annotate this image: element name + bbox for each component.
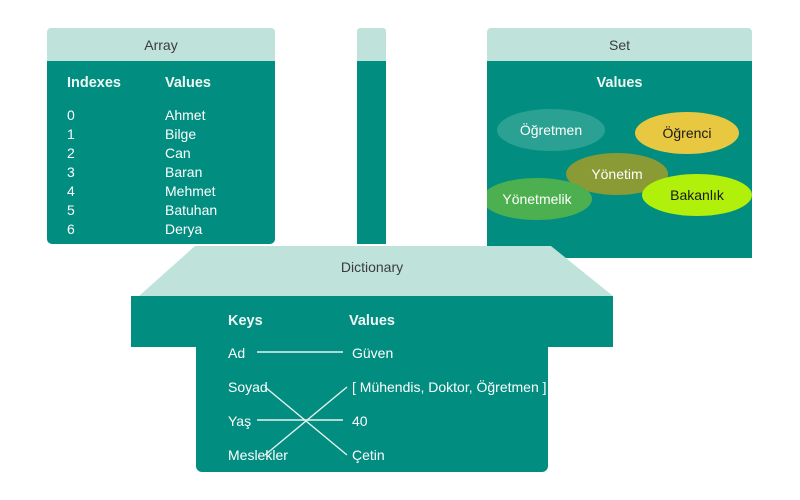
array-value-6: Derya	[165, 221, 203, 237]
set-item-ogrenci: Öğrenci	[635, 112, 739, 154]
array-value-3: Baran	[165, 164, 203, 180]
array-index-3: 3	[67, 164, 75, 180]
array-index-5: 5	[67, 202, 75, 218]
array-value-2: Can	[165, 145, 191, 161]
array-panel-header: Array	[47, 28, 275, 61]
set-panel-header: Set	[487, 28, 752, 61]
dictionary-column-header-keys: Keys	[228, 313, 263, 329]
dictionary-key-meslekler: Meslekler	[228, 447, 288, 463]
set-panel-body: Values Öğretmen Öğrenci Yönetim Yönetmel…	[487, 61, 752, 258]
dictionary-key-ad: Ad	[228, 345, 246, 361]
dictionary-key-yas: Yaş	[228, 413, 252, 429]
set-panel-title: Set	[608, 36, 630, 53]
set-item-yonetmelik: Yönetmelik	[487, 178, 592, 220]
set-item-label-ogretmen: Öğretmen	[519, 122, 583, 138]
dictionary-header-trapezoid	[139, 246, 613, 296]
array-index-1: 1	[67, 126, 75, 142]
array-index-4: 4	[67, 183, 75, 199]
dictionary-value-cetin: Çetin	[352, 447, 385, 463]
dictionary-panel-body-lower	[196, 347, 548, 472]
array-index-6: 6	[67, 221, 75, 237]
set-item-label-yonetim: Yönetim	[591, 166, 643, 182]
set-item-label-ogrenci: Öğrenci	[662, 125, 712, 141]
array-column-header-indexes: Indexes	[67, 75, 121, 91]
set-item-label-yonetmelik: Yönetmelik	[502, 191, 572, 207]
dictionary-value-40: 40	[352, 413, 368, 429]
array-index-2: 2	[67, 145, 75, 161]
bridge-strip-header	[357, 28, 386, 61]
array-panel-body: Indexes Values 0 Ahmet 1 Bilge 2 Can 3 B…	[47, 61, 275, 244]
dictionary-value-guven: Güven	[352, 345, 394, 361]
set-item-bakanlik: Bakanlık	[642, 174, 752, 216]
dictionary-value-meslek-list: [ Mühendis, Doktor, Öğretmen ]	[352, 379, 547, 395]
array-value-1: Bilge	[165, 126, 197, 142]
dictionary-panel-header: Dictionary	[131, 246, 613, 296]
dictionary-panel-title: Dictionary	[340, 259, 404, 275]
set-item-ogretmen: Öğretmen	[497, 109, 605, 151]
array-column-header-values: Values	[165, 75, 211, 91]
array-value-4: Mehmet	[165, 183, 216, 199]
dictionary-panel-body-upper	[131, 296, 613, 347]
set-column-header-values: Values	[596, 75, 643, 91]
bridge-strip-body	[357, 61, 386, 244]
array-panel-title: Array	[144, 36, 178, 53]
dictionary-key-soyad: Soyad	[228, 379, 268, 395]
set-item-label-bakanlik: Bakanlık	[670, 187, 724, 203]
array-value-5: Batuhan	[165, 202, 218, 218]
array-index-0: 0	[67, 107, 75, 123]
array-value-0: Ahmet	[165, 107, 206, 123]
dictionary-column-header-values: Values	[349, 313, 395, 329]
